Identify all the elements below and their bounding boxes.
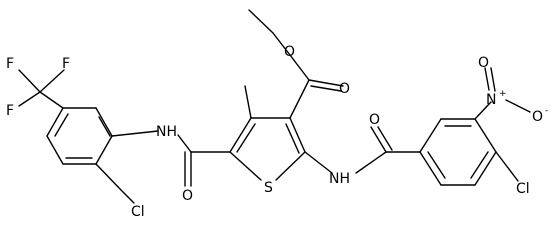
fluorine-label: F <box>6 103 14 119</box>
oxygen-label: O <box>284 44 295 60</box>
oxygen-label: O <box>369 112 380 128</box>
amine-label: NH <box>156 124 177 140</box>
negative-charge: - <box>545 106 548 116</box>
oxygen-label: O <box>532 109 543 125</box>
molecule-structure: F F F NH Cl O S O O NH O N + O O - Cl <box>6 9 548 219</box>
bond-lines <box>18 9 531 204</box>
oxygen-label: O <box>478 55 489 71</box>
positive-charge: + <box>499 89 507 99</box>
fluorine-label: F <box>6 56 14 72</box>
amine-label: NH <box>329 171 350 187</box>
chlorine-label: Cl <box>516 181 530 197</box>
fluorine-label: F <box>62 56 70 72</box>
oxygen-label: O <box>339 81 350 97</box>
nitrogen-label: N <box>486 92 496 108</box>
atom-labels: F F F NH Cl O S O O NH O N + O O - Cl <box>6 44 548 219</box>
sulfur-label: S <box>264 180 273 196</box>
oxygen-label: O <box>182 188 193 204</box>
chlorine-label: Cl <box>131 204 145 219</box>
